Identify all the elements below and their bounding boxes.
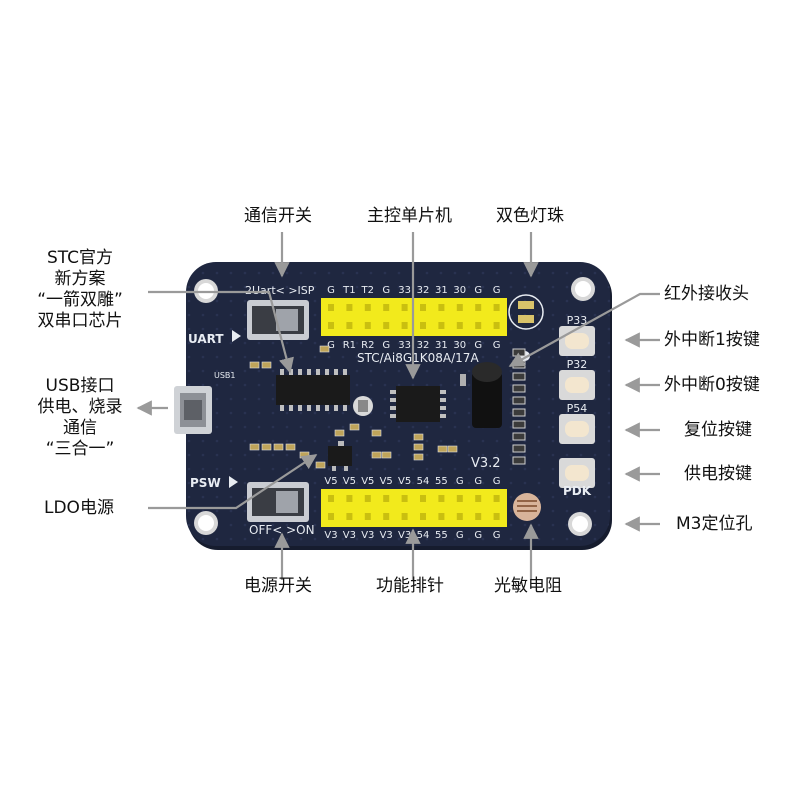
- uart-arrow-icon: [232, 330, 241, 342]
- top-header-label-bottom: 32: [417, 340, 430, 351]
- switch-top-label: 2Uart< >ISP: [245, 284, 315, 297]
- top-header-label-bottom: R1: [343, 340, 356, 351]
- usb-label: USB1: [214, 371, 236, 380]
- bottom-header-label-bottom: 54: [417, 530, 430, 541]
- ir-receiver: [460, 362, 502, 428]
- bottom-header-label-top: V5: [398, 476, 411, 487]
- callout-usb-port: USB接口 供电、烧录 通信 “三合一”: [20, 376, 140, 460]
- callout-int1-button: 外中断1按键: [664, 330, 760, 350]
- callout-stc-line1: STC官方: [46, 248, 114, 268]
- top-header-label-bottom: G: [382, 340, 390, 351]
- callout-stc-line4: 双串口芯片: [37, 311, 123, 331]
- bottom-header-label-top: G: [456, 476, 464, 487]
- callout-int0-button: 外中断0按键: [664, 375, 760, 395]
- callout-usb-line4: “三合一”: [45, 439, 115, 459]
- callout-comm-switch: 通信开关: [244, 206, 312, 226]
- top-header-label-bottom: 30: [453, 340, 466, 351]
- bottom-header-label-top: V5: [361, 476, 374, 487]
- psw-label: PSW: [190, 476, 221, 490]
- version-label: V3.2: [471, 456, 501, 471]
- top-header-label-bottom: G: [327, 340, 335, 351]
- top-header-label-top: 30: [453, 285, 466, 296]
- callout-stc-chip: STC官方 新方案 “一箭双雕” 双串口芯片: [20, 248, 140, 332]
- top-header-label-bottom: 31: [435, 340, 448, 351]
- tactile-button[interactable]: [559, 458, 595, 488]
- photoresistor: [513, 493, 541, 521]
- comm-switch[interactable]: [247, 300, 309, 340]
- psw-arrow-icon: [229, 476, 238, 488]
- callout-mcu: 主控单片机: [367, 206, 452, 226]
- usb-connector[interactable]: [174, 386, 212, 434]
- mcu-chip: [390, 386, 446, 422]
- top-header-label-bottom: G: [493, 340, 501, 351]
- tactile-button[interactable]: [559, 370, 595, 400]
- bottom-header-label-top: 54: [417, 476, 430, 487]
- bottom-header-label-bottom: V3: [343, 530, 356, 541]
- ldo-regulator: [328, 441, 352, 471]
- bottom-header-label-bottom: V3: [324, 530, 337, 541]
- top-header-label-top: 31: [435, 285, 448, 296]
- bottom-header-label-bottom: G: [493, 530, 501, 541]
- bottom-header-label-top: 55: [435, 476, 448, 487]
- top-header-label-top: 32: [417, 285, 430, 296]
- mcu-model-label: STC/Ai8G1K08A/17A: [357, 351, 479, 365]
- uart-label: UART: [188, 332, 224, 346]
- callout-ldo: LDO电源: [44, 498, 114, 518]
- bottom-header-label-top: V5: [324, 476, 337, 487]
- callout-ir-receiver: 红外接收头: [664, 284, 749, 304]
- callout-stc-line3: “一箭双雕”: [37, 290, 123, 310]
- callout-usb-line3: 通信: [63, 418, 97, 438]
- bottom-header-label-top: G: [474, 476, 482, 487]
- top-header-label-top: 33: [398, 285, 411, 296]
- bottom-header-label-top: G: [493, 476, 501, 487]
- top-header-label-top: G: [382, 285, 390, 296]
- callout-m3-hole: M3定位孔: [676, 514, 753, 534]
- callout-bicolor-led: 双色灯珠: [496, 206, 564, 226]
- bottom-header-label-bottom: V3: [380, 530, 393, 541]
- leader-lines: [136, 232, 660, 580]
- top-header-label-bottom: G: [474, 340, 482, 351]
- callout-usb-line2: 供电、烧录: [37, 397, 123, 417]
- top-header-label-bottom: 33: [398, 340, 411, 351]
- button-label: P32: [567, 358, 588, 371]
- bottom-header-label-top: V5: [380, 476, 393, 487]
- button-label: P54: [567, 402, 588, 415]
- callout-reset-button: 复位按键: [684, 420, 752, 440]
- callout-usb-line1: USB接口: [45, 376, 115, 396]
- power-switch[interactable]: [247, 482, 309, 522]
- pdk-label: PDK: [563, 484, 592, 498]
- capacitor-d1-center: [358, 400, 368, 412]
- callout-photoresistor: 光敏电阻: [494, 576, 562, 596]
- bottom-header-label-bottom: 55: [435, 530, 448, 541]
- bicolor-led: [508, 294, 544, 330]
- top-header-label-top: G: [474, 285, 482, 296]
- callout-power-switch: 电源开关: [244, 576, 312, 596]
- usb-serial-chip: [276, 369, 350, 411]
- callout-pin-headers: 功能排针: [376, 576, 444, 596]
- callout-power-button: 供电按键: [684, 464, 752, 484]
- top-header-label-bottom: R2: [361, 340, 374, 351]
- top-header-label-top: T1: [342, 285, 355, 296]
- bottom-header-label-bottom: G: [456, 530, 464, 541]
- button-label: P33: [567, 314, 588, 327]
- tactile-button[interactable]: [559, 414, 595, 444]
- top-header-label-top: G: [327, 285, 335, 296]
- tactile-button[interactable]: [559, 326, 595, 356]
- bottom-header-label-bottom: V3: [398, 530, 411, 541]
- top-header-label-top: T2: [361, 285, 374, 296]
- bottom-header-label-bottom: V3: [361, 530, 374, 541]
- switch-bottom-label: OFF< >ON: [249, 523, 315, 537]
- top-header-label-top: G: [493, 285, 501, 296]
- bottom-header-label-bottom: G: [474, 530, 482, 541]
- bottom-header-label-top: V5: [343, 476, 356, 487]
- callout-stc-line2: 新方案: [54, 269, 106, 289]
